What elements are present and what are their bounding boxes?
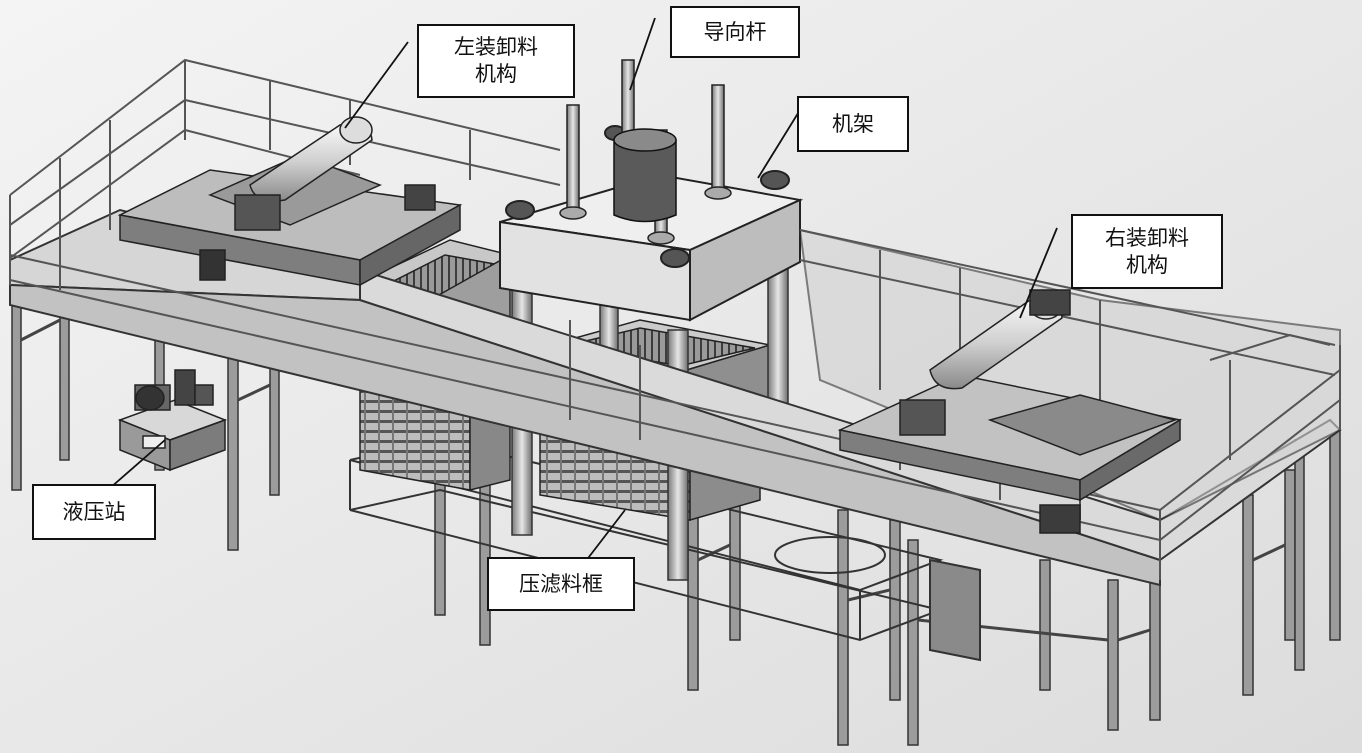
base-frame (349, 438, 981, 662)
railings (9, 58, 1341, 580)
label-hydraulic-station: 液压站 (32, 484, 156, 540)
label-filter-frame: 压滤料框 (487, 557, 635, 611)
label-left-loading-mechanism: 左装卸料 机构 (417, 24, 575, 98)
callout-leader-lines (109, 17, 1058, 567)
hydraulic-station-unit (117, 369, 228, 472)
left-loading-mechanism (117, 116, 463, 287)
right-loading-mechanism (837, 289, 1183, 534)
label-frame: 机架 (797, 96, 909, 152)
label-right-loading-mechanism: 右装卸料 机构 (1071, 214, 1223, 289)
hydraulic-cylinder (613, 128, 677, 223)
label-guide-rod: 导向杆 (670, 6, 800, 58)
